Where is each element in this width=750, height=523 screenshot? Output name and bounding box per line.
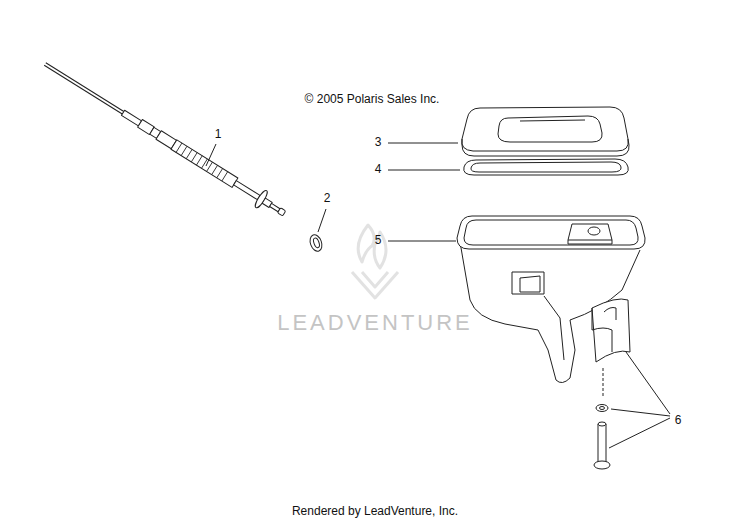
watermark-logo (352, 225, 398, 298)
callout-number: 3 (375, 136, 382, 149)
leader-lines (206, 143, 670, 448)
clamp-set (592, 299, 630, 469)
render-credit: Rendered by LeadVenture, Inc. (292, 505, 458, 518)
cover (462, 107, 629, 156)
gasket (464, 159, 629, 175)
watermark: LEADVENTURE (277, 311, 473, 335)
callout-number: 6 (675, 414, 682, 427)
cable (40, 56, 290, 222)
washer (308, 233, 324, 253)
callout-number: 1 (215, 128, 222, 141)
copyright-note: © 2005 Polaris Sales Inc. (305, 93, 440, 106)
callout-number: 4 (375, 163, 382, 176)
callout-number: 5 (375, 234, 382, 247)
switch-housing (457, 216, 645, 383)
callout-number: 2 (324, 192, 331, 205)
